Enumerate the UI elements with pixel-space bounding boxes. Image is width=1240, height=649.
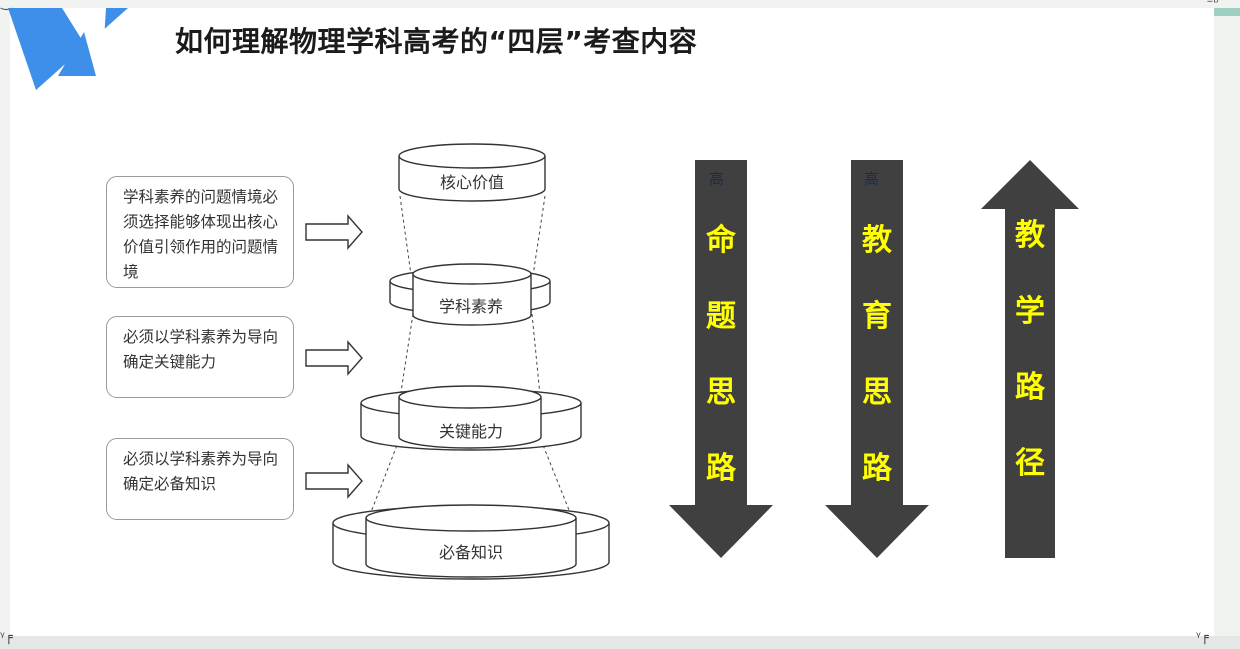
tier-label-4: 必备知识: [439, 543, 503, 562]
window-edge: [1214, 8, 1240, 16]
corner-mark-br: ᵞ╒: [1196, 630, 1209, 645]
up-arrow: [981, 160, 1079, 558]
faint-label-2: 高: [864, 170, 880, 188]
arrow-text-2: 教育思路: [862, 223, 892, 486]
pointer-arrows: [305, 214, 363, 499]
bottom-strip: [0, 636, 1240, 649]
pointer-arrow-2: [305, 340, 363, 376]
corner-mark-bl: ᵞ╒: [0, 630, 13, 645]
corner-mark-tr: ˇ⁼ᵇ: [1200, 0, 1219, 11]
down-arrow-2: [825, 160, 929, 558]
note-box-1: 学科素养的问题情境必须选择能够体现出核心价值引领作用的问题情境: [106, 176, 294, 288]
tier-label-1: 核心价值: [440, 173, 504, 192]
pointer-arrow-1: [305, 214, 363, 250]
tier-cylinder-key-ability: [360, 385, 582, 451]
tier-cylinder-literacy: [389, 263, 551, 326]
tier-label-2: 学科素养: [439, 297, 503, 316]
note-box-3: 必须以学科素养为导向确定必备知识: [106, 438, 294, 520]
tier-label-3: 关键能力: [439, 422, 503, 441]
faint-label-1: 高: [709, 170, 725, 188]
tier-cylinder-essential-knowledge: [332, 504, 610, 580]
tier-cylinder-core-values: [398, 143, 546, 202]
down-arrow-1: [669, 160, 773, 558]
pointer-arrow-3: [305, 463, 363, 499]
arrow-text-1: 命题思路: [706, 223, 736, 486]
logo-icon: [8, 8, 128, 90]
page-title: 如何理解物理学科高考的“四层”考查内容: [175, 25, 698, 58]
corner-mark-tl: ‿: [1, 0, 12, 11]
dashed-guides: [365, 195, 576, 526]
arrow-text-3: 教学路径: [1015, 218, 1045, 481]
note-box-2: 必须以学科素养为导向确定关键能力: [106, 316, 294, 398]
